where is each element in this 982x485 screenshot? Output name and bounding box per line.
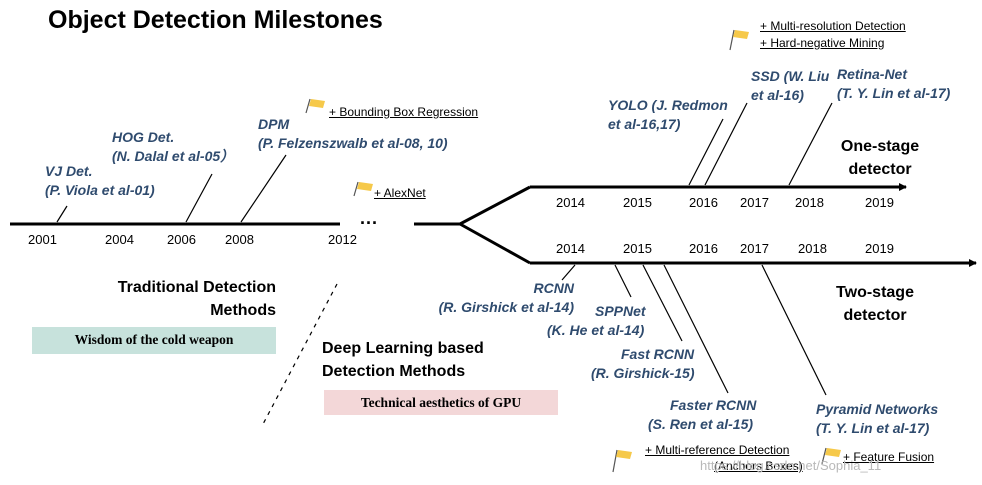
paper-name: Fast RCNN bbox=[621, 346, 695, 362]
flag-icon bbox=[821, 447, 841, 465]
band-traditional: Wisdom of the cold weapon bbox=[32, 327, 276, 354]
connector-yolo bbox=[688, 118, 724, 186]
paper-ref: (S. Ren et al-15) bbox=[648, 416, 754, 432]
year-label: 2019 bbox=[865, 195, 894, 210]
year-label: 2017 bbox=[740, 241, 769, 256]
paper-ref: et al-16,17) bbox=[608, 116, 681, 132]
ellipsis: ... bbox=[360, 208, 379, 228]
paper-name: Faster RCNN bbox=[670, 397, 757, 413]
page-title: Object Detection Milestones bbox=[48, 6, 383, 34]
connector-hog bbox=[185, 173, 213, 223]
connector-faster-rcnn bbox=[663, 264, 729, 394]
paper-retinanet: Retina-Net (T. Y. Lin et al-17) bbox=[837, 65, 950, 103]
paper-ssd: SSD (W. Liu et al-16) bbox=[751, 67, 829, 105]
connector-fpn bbox=[761, 264, 827, 396]
paper-name: DPM bbox=[258, 116, 290, 132]
paper-fpn: Pyramid Networks (T. Y. Lin et al-17) bbox=[816, 400, 938, 438]
year-label: 2019 bbox=[865, 241, 894, 256]
paper-dpm: DPM (P. Felzenszwalb et al-08, 10) bbox=[258, 115, 448, 153]
paper-ref: (P. Viola et al-01) bbox=[45, 182, 155, 198]
timeline-axes bbox=[10, 183, 977, 267]
paper-ref: (N. Dalal et al-05） bbox=[112, 148, 235, 164]
note-multi-reference: + Multi-reference Detection bbox=[645, 443, 790, 457]
year-label: 2008 bbox=[225, 232, 254, 247]
paper-name: HOG Det. bbox=[112, 129, 175, 145]
connector-vj bbox=[56, 205, 68, 223]
connector-retinanet bbox=[788, 102, 833, 186]
note-hard-negative: + Hard-negative Mining bbox=[760, 36, 885, 50]
note-anchors: (Anchors Boxes) bbox=[714, 459, 803, 473]
paper-name: Retina-Net bbox=[837, 66, 908, 82]
connector-rcnn bbox=[561, 264, 576, 281]
year-label: 2004 bbox=[105, 232, 134, 247]
paper-yolo: YOLO (J. Redmon et al-16,17) bbox=[608, 96, 728, 134]
paper-name: RCNN bbox=[533, 280, 574, 296]
note-feature-fusion: + Feature Fusion bbox=[843, 450, 935, 464]
connector-fast-rcnn bbox=[642, 264, 683, 342]
connector-dpm bbox=[240, 154, 287, 223]
section-two-stage: Two-stage detector bbox=[836, 284, 914, 324]
year-label: 2018 bbox=[795, 195, 824, 210]
section-one-stage: One-stage detector bbox=[840, 138, 920, 178]
paper-name: SSD (W. Liu bbox=[751, 68, 830, 84]
note-bbox-regression: + Bounding Box Regression bbox=[329, 105, 479, 119]
year-label: 2015 bbox=[623, 195, 652, 210]
year-label: 2018 bbox=[798, 241, 827, 256]
year-label: 2014 bbox=[556, 241, 585, 256]
connector-sppnet bbox=[614, 264, 632, 298]
paper-name: VJ Det. bbox=[45, 163, 93, 179]
section-deep-learning: Deep Learning based Detection Methods bbox=[322, 340, 484, 380]
year-label: 2017 bbox=[740, 195, 769, 210]
connector-ssd bbox=[704, 102, 748, 186]
flag-icon bbox=[353, 181, 373, 197]
flag-icon bbox=[729, 29, 749, 51]
paper-ref: (T. Y. Lin et al-17) bbox=[816, 420, 930, 436]
paper-name: SPPNet bbox=[595, 303, 646, 319]
year-label: 2016 bbox=[689, 241, 718, 256]
year-label: 2006 bbox=[167, 232, 196, 247]
section-traditional: Traditional Detection Methods bbox=[117, 279, 276, 319]
year-label: 2015 bbox=[623, 241, 652, 256]
note-alexnet: + AlexNet bbox=[374, 186, 426, 200]
paper-ref: (R. Girshick-15) bbox=[591, 365, 695, 381]
paper-faster-rcnn: Faster RCNN (S. Ren et al-15) bbox=[648, 396, 756, 434]
paper-vj: VJ Det. (P. Viola et al-01) bbox=[45, 162, 155, 200]
branch-down bbox=[459, 222, 531, 265]
flag-icon bbox=[305, 98, 325, 114]
paper-ref: et al-16) bbox=[751, 87, 804, 103]
paper-ref: (T. Y. Lin et al-17) bbox=[837, 85, 951, 101]
paper-name: Pyramid Networks bbox=[816, 401, 939, 417]
watermark: https://blog.csdn.net/Sophia_11 bbox=[700, 458, 882, 473]
paper-hog: HOG Det. (N. Dalal et al-05） bbox=[112, 128, 234, 166]
connector-lines bbox=[56, 102, 833, 427]
paper-ref: (K. He et al-14) bbox=[547, 322, 645, 338]
paper-ref: (R. Girshick et al-14) bbox=[438, 299, 574, 315]
paper-fast-rcnn: Fast RCNN (R. Girshick-15) bbox=[591, 345, 694, 383]
year-label: 2016 bbox=[689, 195, 718, 210]
year-label: 2014 bbox=[556, 195, 585, 210]
paper-ref: (P. Felzenszwalb et al-08, 10) bbox=[258, 135, 448, 151]
paper-rcnn: RCNN (R. Girshick et al-14) bbox=[430, 279, 574, 317]
flag-icon bbox=[612, 449, 632, 473]
note-multi-resolution: + Multi-resolution Detection bbox=[760, 19, 906, 33]
branch-up bbox=[459, 185, 531, 226]
paper-name: YOLO (J. Redmon bbox=[608, 97, 728, 113]
year-label: 2001 bbox=[28, 232, 57, 247]
flags bbox=[305, 29, 841, 473]
year-label: 2012 bbox=[328, 232, 357, 247]
band-deep-learning: Technical aesthetics of GPU bbox=[324, 390, 558, 415]
paper-sppnet: SPPNet (K. He et al-14) bbox=[547, 302, 646, 340]
